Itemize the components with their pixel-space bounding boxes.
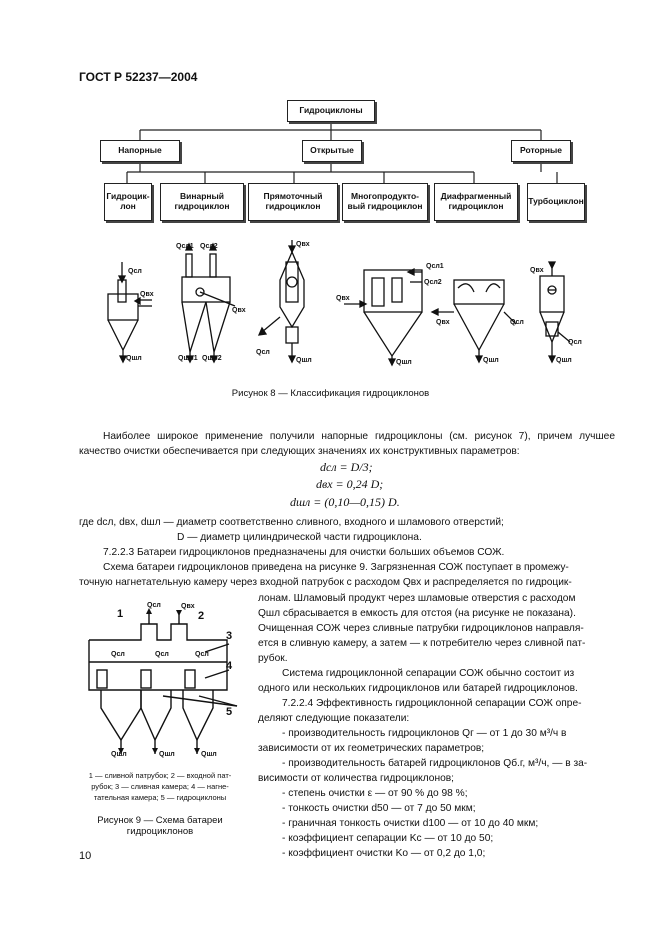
fig9-q-shl-1: Qшл <box>111 751 127 758</box>
label-q-vx-2: Qвх <box>232 307 246 314</box>
figure8-tree-lines <box>126 122 558 183</box>
figure9-legend: 1 — сливной патрубок; 2 — входной пат- р… <box>75 770 245 803</box>
node-hydrocyclone: Гидроцик- лон <box>104 183 152 221</box>
battery-line-2: точную нагнетательную камеру через входн… <box>79 577 572 588</box>
label-q-shl2: Qшл2 <box>202 355 222 362</box>
label-q-sl-1: Qсл <box>128 268 142 275</box>
formula-dvx: dвх = 0,24 D; <box>316 477 384 491</box>
paragraph-1: Наиболее широкое применение получили нап… <box>79 431 615 458</box>
formula-dsl: dсл = D/3; <box>320 460 373 474</box>
bullet-1a: - производительность гидроциклонов Qг — … <box>282 728 567 739</box>
node-multiproduct: Многопродукто- вый гидроциклон <box>342 183 428 221</box>
bullet-2b: висимости от количества гидроциклонов; <box>258 773 454 784</box>
schematic-screw <box>181 242 236 364</box>
fig9-q-sl-top: Qсл <box>147 602 161 609</box>
fig9-label-4: 4 <box>226 660 233 672</box>
fig9-q-sl-1: Qсл <box>111 651 125 658</box>
bullet-5: - граничная тонкость очистки d100 — от 1… <box>282 818 539 829</box>
node-open: Открытые <box>302 140 362 162</box>
fig9-label-5: 5 <box>226 706 233 718</box>
fig9-q-shl-2: Qшл <box>159 751 175 758</box>
label-q-vx-4: Qвх <box>336 295 350 302</box>
battery-line-1: Схема батареи гидроциклонов приведена на… <box>103 562 569 573</box>
label-q-vx-1: Qвх <box>140 291 154 298</box>
node-turbocyclone: Турбоциклон <box>527 183 585 221</box>
fig9-label-3: 3 <box>226 630 233 642</box>
figure9-battery-schematic: Qсл Qвх Qсл Qсл Qсл Qшл Qшл Qшл <box>88 602 238 758</box>
document-header: ГОСТ Р 52237—2004 <box>79 70 198 84</box>
formula-dshl: dшл = (0,10—0,15) D. <box>290 495 400 509</box>
bullet-6: - коэффициент сепарации Kс — от 10 до 50… <box>282 833 494 844</box>
schematic-multiproduct <box>344 267 423 367</box>
system-line-1: Система гидроциклонной сепарации СОЖ обы… <box>282 668 575 679</box>
node-rotary: Роторные <box>511 140 571 162</box>
node-pressure: Напорные <box>100 140 180 162</box>
node-hydrocyclones: Гидроциклоны <box>287 100 375 122</box>
bullet-4: - тонкость очистки d50 — от 7 до 50 мкм; <box>282 803 476 814</box>
node-diaphragm: Диафрагменный гидроциклон <box>434 183 518 221</box>
node-direct-flow: Прямоточный гидроциклон <box>248 183 338 221</box>
label-q-shl-5: Qшл <box>483 357 499 364</box>
right-col-5: рубок. <box>258 653 288 664</box>
where-line-1: где dсл, dвх, dшл — диаметр соответствен… <box>79 517 504 528</box>
fig9-q-sl-3: Qсл <box>195 651 209 658</box>
label-q-sl2-4: Qсл2 <box>424 279 442 286</box>
label-q-sl-3: Qсл <box>256 349 270 356</box>
label-q-vx-3: Qвх <box>296 241 310 248</box>
system-line-2: одного или нескольких гидроциклонов или … <box>258 683 578 694</box>
schematic-diaphragm <box>430 279 517 364</box>
right-col-3: Очищенная СОЖ через сливные патрубки гид… <box>258 623 584 634</box>
fig9-q-shl-3: Qшл <box>201 751 217 758</box>
legend-line-2: рубок; 3 — сливная камера; 4 — нагне- <box>91 782 229 791</box>
figure9-caption-line-2: гидроциклонов <box>126 826 194 837</box>
label-q-sl1: Qсл1 <box>176 243 194 250</box>
schematic-direct-flow <box>257 240 305 364</box>
section-7223: 7.2.2.3 Батареи гидроциклонов предназнач… <box>103 547 505 558</box>
bullet-7: - коэффициент очистки Kо — от 0,2 до 1,0… <box>282 848 486 859</box>
label-q-sl2: Qсл2 <box>200 243 218 250</box>
where-line-2: D — диаметр цилиндрической части гидроци… <box>177 532 422 543</box>
label-q-sl1-4: Qсл1 <box>426 263 444 270</box>
node-screw-hydrocyclone: Винарный гидроциклон <box>160 183 244 221</box>
right-col-4: ется в сливную камеру, а затем — к потре… <box>258 638 586 649</box>
fig9-q-sl-2: Qсл <box>155 651 169 658</box>
label-q-vx-6: Qвх <box>530 267 544 274</box>
bullet-2a: - производительность батарей гидроциклон… <box>282 758 588 769</box>
bullet-3: - степень очистки ε — от 90 % до 98 %; <box>282 788 468 799</box>
legend-line-3: тательная камера; 5 — гидроциклоны <box>93 793 227 802</box>
figure9-caption: Рисунок 9 — Схема батареи гидроциклонов <box>75 815 245 837</box>
schematic-hydrocyclone <box>107 262 152 364</box>
label-q-shl1: Qшл1 <box>178 355 198 362</box>
label-q-shl-6: Qшл <box>556 357 572 364</box>
schematic-turbocyclone <box>539 261 571 364</box>
label-q-sl-6: Qсл <box>568 339 582 346</box>
right-col-2: Qшл сбрасывается в емкость для отстоя (н… <box>258 608 576 619</box>
label-q-sl-5: Qсл <box>510 319 524 326</box>
legend-line-1: 1 — сливной патрубок; 2 — входной пат- <box>88 771 232 780</box>
label-q-shl-1: Qшл <box>126 355 142 362</box>
fig9-q-vx-top: Qвх <box>181 603 195 610</box>
section-7224-line-1: 7.2.2.4 Эффективность гидроциклонной сеп… <box>282 698 582 709</box>
figure8-schematics: Qсл Qвх Qшл Qсл1 Qсл2 Qвх Qшл1 Qшл2 Qвх … <box>107 240 582 367</box>
bullet-1b: зависимости от их геометрических парамет… <box>258 743 485 754</box>
label-q-shl-3: Qшл <box>296 357 312 364</box>
figure8-caption: Рисунок 8 — Классификация гидроциклонов <box>231 388 430 399</box>
fig9-label-2: 2 <box>198 610 205 622</box>
right-col-1: лонам. Шламовый продукт через шламовые о… <box>258 593 576 604</box>
figure9-caption-line-1: Рисунок 9 — Схема батареи <box>97 815 223 826</box>
page-number: 10 <box>79 850 92 862</box>
label-q-shl-4: Qшл <box>396 359 412 366</box>
section-7224-line-2: деляют следующие показатели: <box>258 713 410 724</box>
fig9-label-1: 1 <box>117 608 124 620</box>
label-q-vx-5: Qвх <box>436 319 450 326</box>
